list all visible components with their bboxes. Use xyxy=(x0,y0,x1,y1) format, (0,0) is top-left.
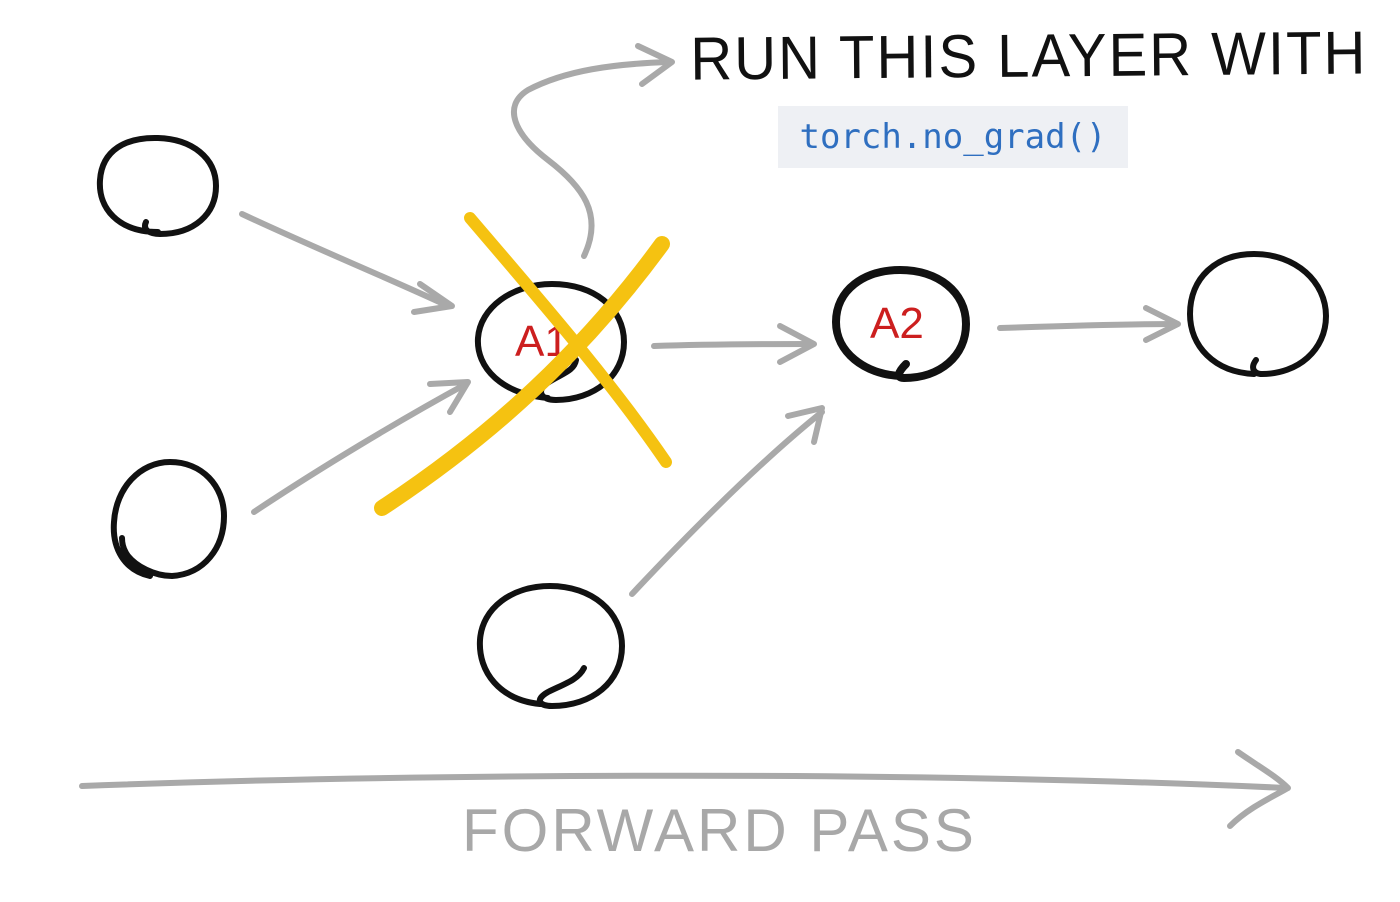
arrow-a2-to-output xyxy=(997,305,1181,343)
arrow-a1-to-a2 xyxy=(651,323,817,365)
annotation-text: RUN THIS LAYER WITH xyxy=(690,18,1368,94)
input-node-top xyxy=(96,134,220,238)
code-snippet: torch.no_grad() xyxy=(778,106,1128,168)
arrow-annotation-callout xyxy=(510,43,675,259)
arrow-lower-to-a2 xyxy=(629,405,825,597)
node-a2-label: A2 xyxy=(870,299,924,348)
output-node xyxy=(1186,250,1330,378)
forward-pass-label: FORWARD PASS xyxy=(462,797,977,864)
arrow-input2-to-a1 xyxy=(251,379,471,515)
arrow-input1-to-a1 xyxy=(239,211,455,315)
x-mark-icon xyxy=(374,212,672,516)
node-a2: A2 xyxy=(831,265,971,383)
input-node-bottom xyxy=(110,458,228,580)
forward-pass-axis xyxy=(79,749,1291,829)
node-lower-middle xyxy=(476,582,626,710)
